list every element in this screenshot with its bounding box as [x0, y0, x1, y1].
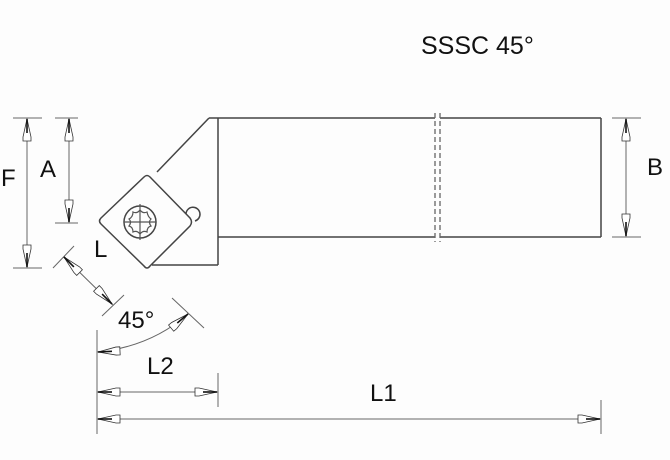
- break-lines: [434, 113, 441, 242]
- dimension-l1: [97, 400, 602, 434]
- dimension-l2: [96, 330, 219, 434]
- torx-screw: [123, 204, 157, 240]
- square-insert: [98, 174, 201, 269]
- label-angle: 45°: [118, 307, 155, 334]
- label-l: L: [94, 236, 108, 263]
- dimension-f: [13, 117, 42, 269]
- label-b: B: [647, 154, 664, 181]
- label-a: A: [40, 156, 57, 183]
- label-l2: L2: [147, 353, 174, 380]
- dimension-l: [52, 245, 125, 317]
- diagram-title: SSSC 45°: [421, 32, 534, 60]
- head: [152, 117, 218, 266]
- label-l1: L1: [370, 380, 397, 407]
- dimension-a: [55, 117, 78, 224]
- label-f: F: [1, 165, 16, 192]
- shank: [209, 117, 602, 265]
- dimension-angle: [96, 297, 205, 357]
- dimension-b: [612, 117, 641, 238]
